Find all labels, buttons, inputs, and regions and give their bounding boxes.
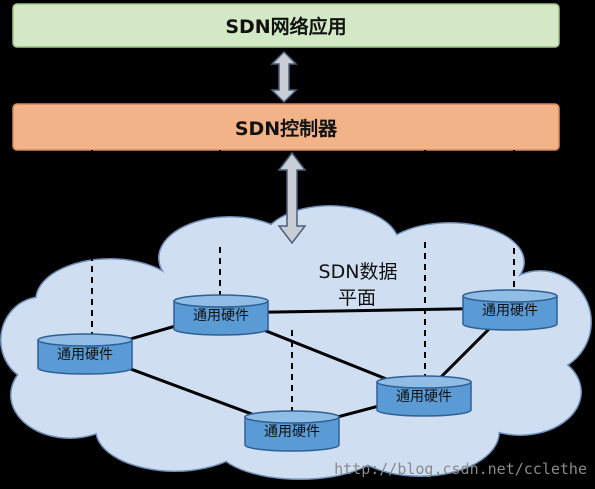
hardware-node-label: 通用硬件 (482, 303, 538, 319)
cylinder-top (173, 294, 269, 308)
hardware-node-label: 通用硬件 (57, 347, 113, 363)
app-layer-box (12, 3, 560, 48)
cylinder-top (462, 289, 558, 303)
hardware-node: 通用硬件 (244, 410, 340, 452)
data-plane-label-line2: 平面 (338, 287, 376, 309)
app-controller-arrow (270, 50, 298, 104)
database-cylinder-icon (462, 295, 558, 331)
controller-ticks (91, 150, 515, 160)
watermark-text: http://blog.csdn.net/cclethe (334, 460, 587, 478)
app-layer: SDN网络应用 (12, 3, 560, 48)
controller-label: SDN控制器 (235, 117, 338, 140)
database-cylinder-icon (173, 300, 269, 336)
app-layer-label: SDN网络应用 (225, 15, 346, 38)
hardware-node: 通用硬件 (173, 294, 269, 336)
data-plane-label-line1: SDN数据 (319, 261, 398, 283)
controller-layer: SDN控制器 (12, 103, 560, 151)
double-arrow-icon (277, 151, 307, 245)
controller-box (12, 103, 560, 151)
network-link (220, 306, 511, 315)
hardware-node-label: 通用硬件 (264, 424, 320, 440)
cylinder-top (37, 333, 133, 347)
hardware-node: 通用硬件 (376, 375, 472, 417)
hardware-node-label: 通用硬件 (193, 308, 249, 324)
cylinder-top (376, 375, 472, 389)
hardware-node: 通用硬件 (462, 289, 558, 331)
hardware-node-label: 通用硬件 (396, 389, 452, 405)
database-cylinder-icon (376, 381, 472, 417)
database-cylinder-icon (37, 339, 133, 375)
cylinder-top (244, 410, 340, 424)
hardware-node: 通用硬件 (37, 333, 133, 375)
double-arrow-icon (270, 50, 298, 104)
controller-dataplane-arrow (277, 151, 307, 245)
database-cylinder-icon (244, 416, 340, 452)
